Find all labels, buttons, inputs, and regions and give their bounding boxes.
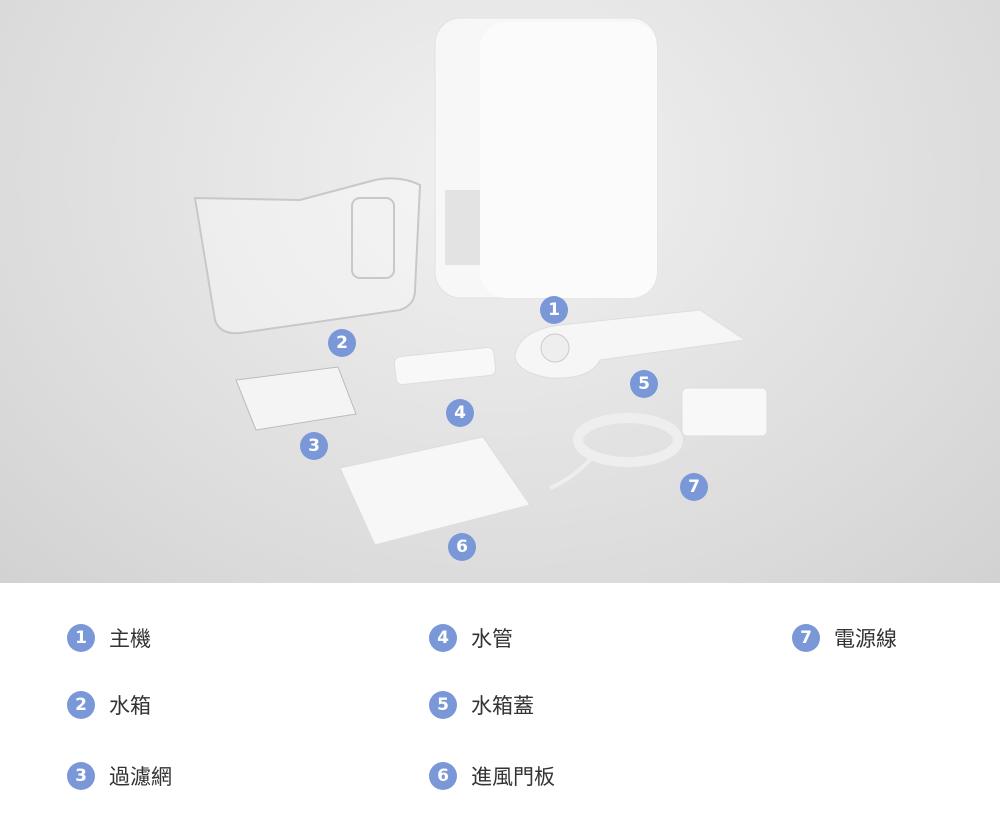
legend-label: 過濾網 xyxy=(109,765,172,789)
callout-badge-2: 2 xyxy=(328,329,356,357)
legend-item-4: 4 水管 xyxy=(429,623,513,653)
filter xyxy=(235,366,357,431)
callout-badge-7: 7 xyxy=(680,473,708,501)
water-tank xyxy=(193,177,422,335)
legend-badge: 7 xyxy=(792,624,820,652)
callout-badge-6: 6 xyxy=(448,533,476,561)
callout-badge-1: 1 xyxy=(540,296,568,324)
product-photo: 1 2 3 4 5 6 7 xyxy=(0,0,1000,583)
legend-item-2: 2 水箱 xyxy=(67,690,151,720)
product-parts-illustration xyxy=(193,17,768,546)
water-pipe xyxy=(393,346,497,386)
legend-label: 水箱 xyxy=(109,694,151,718)
legend-label: 主機 xyxy=(109,627,151,651)
legend-label: 水管 xyxy=(471,627,513,651)
legend-badge: 6 xyxy=(429,762,457,790)
callout-badge-5: 5 xyxy=(630,370,658,398)
legend-label: 水箱蓋 xyxy=(471,694,534,718)
legend-label: 電源線 xyxy=(834,627,897,651)
callout-badge-3: 3 xyxy=(300,432,328,460)
legend-item-3: 3 過濾網 xyxy=(67,761,172,791)
legend-label: 進風門板 xyxy=(471,765,555,789)
power-cord xyxy=(549,387,768,490)
legend-item-6: 6 進風門板 xyxy=(429,761,555,791)
legend-badge: 2 xyxy=(67,691,95,719)
legend-badge: 5 xyxy=(429,691,457,719)
legend-badge: 3 xyxy=(67,762,95,790)
air-intake-panel xyxy=(339,436,531,546)
callout-badge-4: 4 xyxy=(446,399,474,427)
tank-lid xyxy=(514,309,747,379)
legend-badge: 1 xyxy=(67,624,95,652)
legend-item-7: 7 電源線 xyxy=(792,623,897,653)
main-unit xyxy=(434,17,658,299)
legend-badge: 4 xyxy=(429,624,457,652)
legend-item-1: 1 主機 xyxy=(67,623,151,653)
legend-item-5: 5 水箱蓋 xyxy=(429,690,534,720)
